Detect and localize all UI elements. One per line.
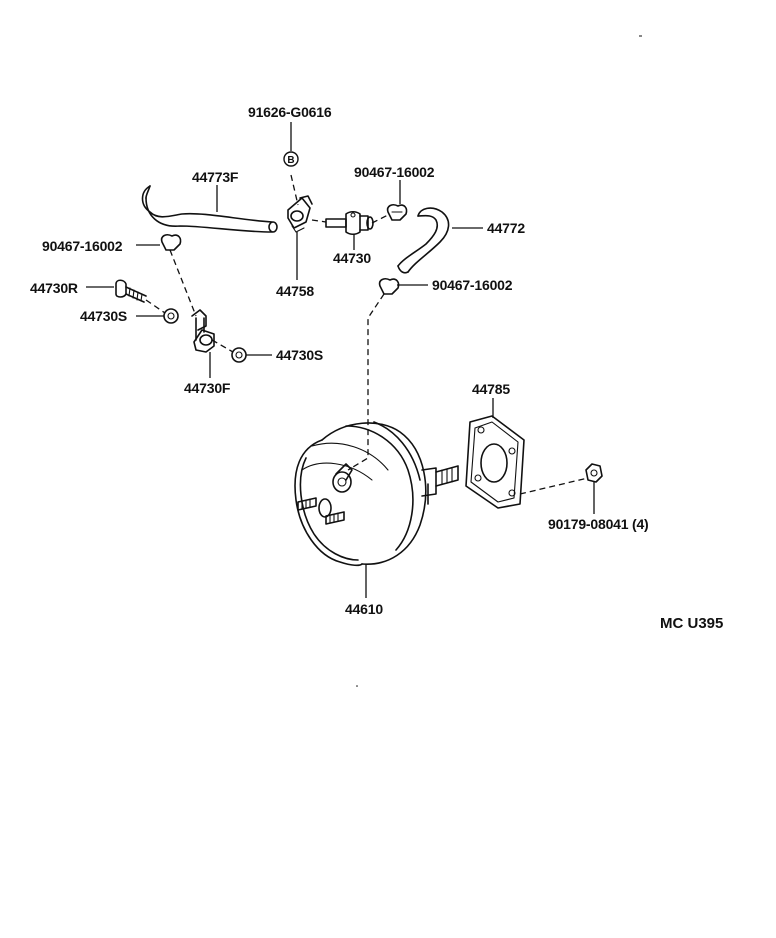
label-44773f: 44773F [192,169,239,185]
vacuum-hose-44773f [141,185,278,233]
label-90179-08041: 90179-08041 (4) [548,516,649,532]
marker-b: B [283,151,299,167]
nut-90179 [585,463,603,483]
dashed-guide-lines [145,174,589,495]
label-44785: 44785 [472,381,510,397]
washer-44730s-left [163,308,179,324]
diagram-code: MC U395 [660,615,723,632]
plug-44730r [115,279,147,303]
label-44610: 44610 [345,601,383,617]
check-valve-44730 [325,210,374,236]
label-44730: 44730 [333,250,371,266]
label-90467-16002-top: 90467-16002 [354,164,435,180]
marker-b-text: B [287,155,294,166]
clamp-90467-left [160,234,182,251]
clamp-90467-top [386,204,408,221]
stray-mark-mid [356,685,358,687]
label-44730f: 44730F [184,380,231,396]
label-90467-16002-mid: 90467-16002 [432,277,513,293]
clamp-90467-mid [378,278,400,295]
label-44758: 44758 [276,283,314,299]
union-44730f [191,309,215,353]
washer-44730s-right [231,347,247,363]
label-44730s-right: 44730S [276,347,323,363]
label-44772: 44772 [487,220,525,236]
vacuum-hose-44772 [397,207,450,274]
part-labels: 91626-G0616 44773F 90467-16002 44772 904… [30,104,723,632]
label-44730r: 44730R [30,280,78,296]
label-90467-16002-left: 90467-16002 [42,238,123,254]
union-44758 [287,195,313,233]
label-91626-g0616: 91626-G0616 [248,104,332,120]
brake-booster-44610 [294,421,459,567]
gasket-44785 [465,415,525,509]
label-44730s-left: 44730S [80,308,127,324]
leader-lines [86,122,595,598]
